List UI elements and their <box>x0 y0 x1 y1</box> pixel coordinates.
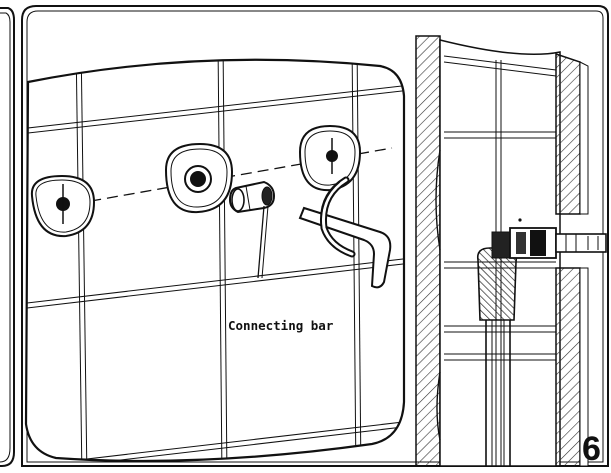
left-mounting-hole <box>30 174 96 238</box>
cross-section-view <box>415 35 607 467</box>
bolt-assembly <box>491 218 607 259</box>
tiled-wall <box>24 58 406 463</box>
callout-leader-line <box>257 205 265 279</box>
hex-wrench-icon <box>298 176 392 289</box>
right-mounting-hole <box>298 124 362 192</box>
connecting-bar-label: Connecting bar <box>228 318 334 333</box>
step-number: 6 <box>582 430 601 468</box>
left-frame-edge <box>0 7 15 467</box>
connecting-bar <box>228 180 276 214</box>
main-frame <box>21 5 609 467</box>
callout-leader-line-double <box>261 205 269 279</box>
center-mounting-hole <box>164 142 234 214</box>
